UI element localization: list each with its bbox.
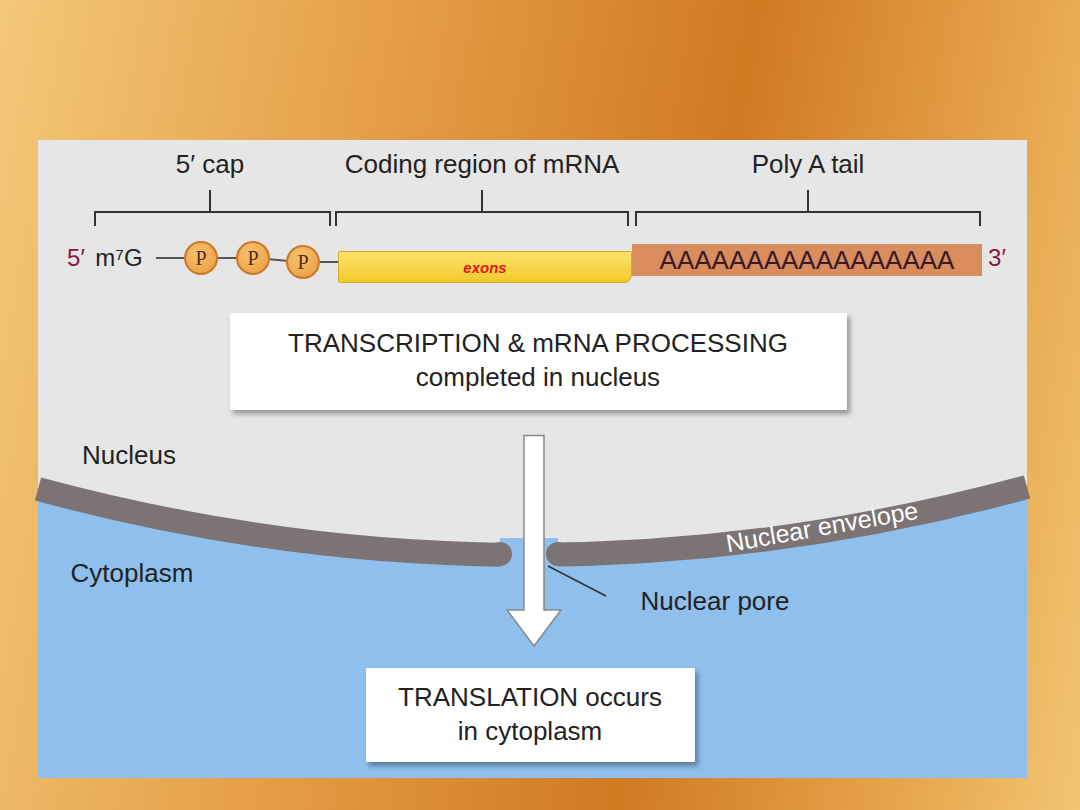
- phosphate-circle: P: [286, 245, 320, 279]
- node-text: TRANSLATION occurs in cytoplasm: [386, 681, 675, 749]
- node-text: P: [195, 247, 206, 270]
- phosphate-circle: P: [236, 241, 270, 275]
- bond-line: [270, 259, 286, 260]
- brackets: [95, 190, 980, 226]
- end-label: 3′: [988, 244, 1006, 272]
- process-box: TRANSCRIPTION & mRNA PROCESSING complete…: [230, 313, 847, 410]
- node-text: P: [247, 247, 258, 270]
- bracket-label: Poly A tail: [752, 149, 865, 180]
- poly-a-band: AAAAAAAAAAAAAAAAA: [632, 244, 982, 276]
- bracket-label: 5′ cap: [176, 149, 244, 180]
- bond-line: [156, 257, 186, 259]
- exon-band: exons: [338, 251, 632, 283]
- phosphate-circle: P: [184, 241, 218, 275]
- region-label: Cytoplasm: [71, 558, 194, 589]
- bond-line: [218, 257, 236, 259]
- process-box: TRANSLATION occurs in cytoplasm: [366, 668, 695, 762]
- node-text: AAAAAAAAAAAAAAAAA: [660, 245, 955, 276]
- cap-label: m⁷G: [95, 244, 142, 272]
- envelope-end: [546, 542, 570, 566]
- block-arrow: [507, 436, 561, 647]
- node-text: exons: [463, 259, 506, 276]
- node-text: P: [297, 251, 308, 274]
- bond-line: [320, 261, 338, 263]
- pore-label: Nuclear pore: [641, 586, 790, 617]
- nucleus-region: [38, 140, 1027, 778]
- envelope-end: [488, 542, 512, 566]
- region-label: Nucleus: [82, 440, 176, 471]
- leader-line: [548, 566, 606, 596]
- node-text: TRANSCRIPTION & mRNA PROCESSING complete…: [250, 327, 827, 395]
- end-label: 5′: [67, 244, 85, 272]
- bracket-label: Coding region of mRNA: [345, 149, 620, 180]
